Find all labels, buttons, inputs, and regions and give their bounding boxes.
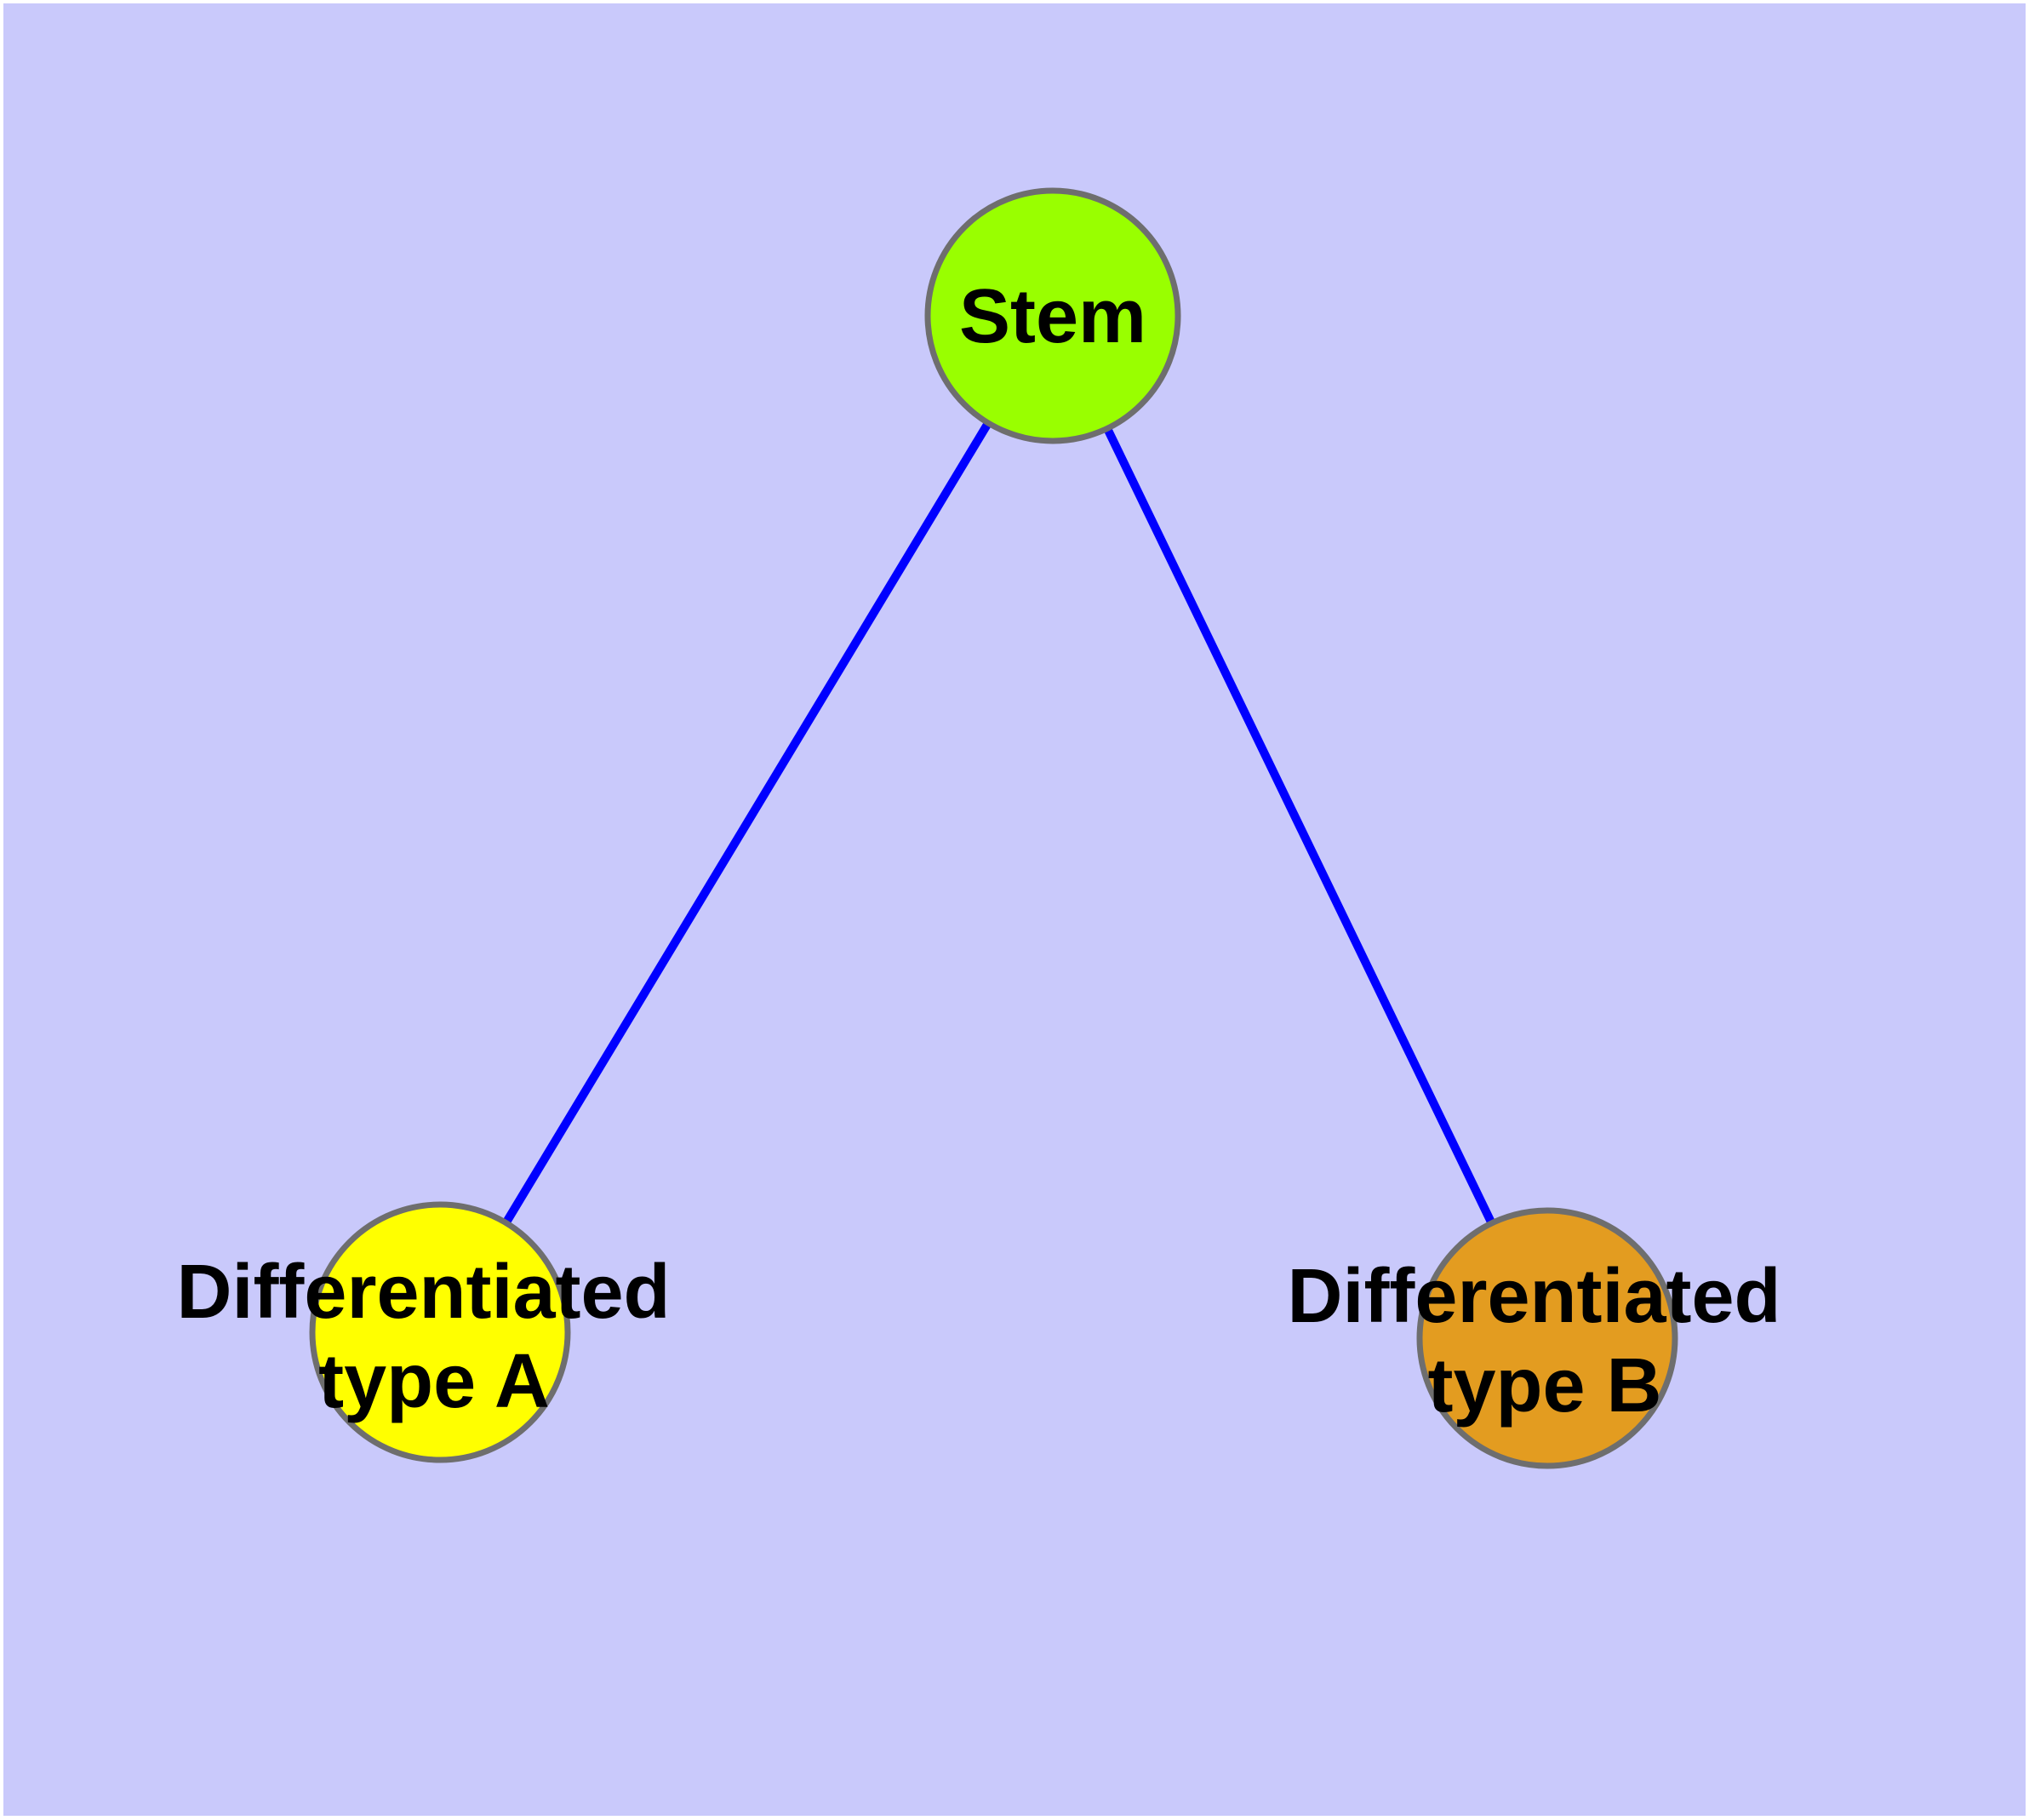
node-type-b-circle	[1416, 1207, 1678, 1469]
node-type-b-label: Differentiated type B	[1287, 1254, 1802, 1428]
node-stem-circle	[924, 187, 1181, 444]
node-type-a-label-line2: type A	[318, 1339, 550, 1424]
node-stem-label: Stem	[959, 274, 1146, 359]
node-type-a-circle	[309, 1201, 571, 1463]
edge-stem-to-type-a	[436, 313, 1057, 1335]
node-type-b-label-line1: Differentiated	[1287, 1254, 1780, 1339]
node-type-a-label: Differentiated type A	[176, 1250, 691, 1424]
node-type-b-label-line2: type B	[1427, 1343, 1661, 1428]
node-type-a-label-line1: Differentiated	[176, 1250, 670, 1335]
edge-stem-to-type-b	[1049, 313, 1552, 1341]
